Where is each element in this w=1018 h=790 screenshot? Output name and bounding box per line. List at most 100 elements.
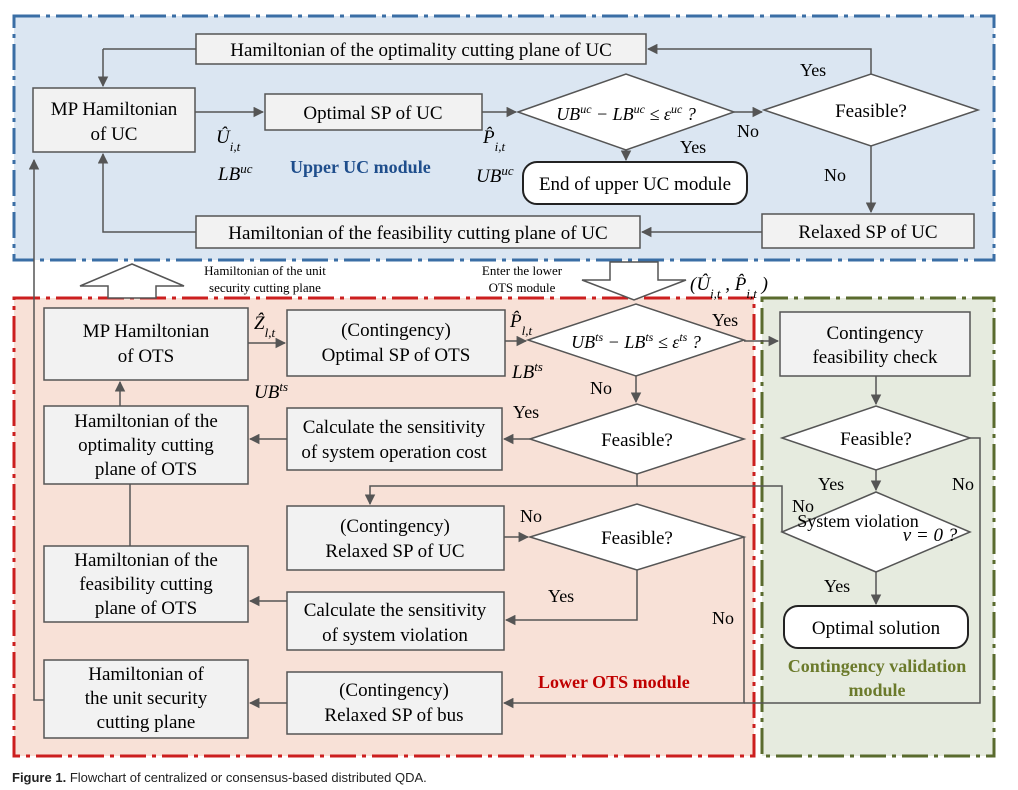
svg-text:Feasible?: Feasible? [835,101,907,122]
svg-text:of OTS: of OTS [118,346,174,367]
box-relaxed-sp-bus: (Contingency) Relaxed SP of bus [286,671,503,735]
svg-text:Feasible?: Feasible? [601,528,673,549]
label-enter-lower-2: OTS module [489,280,556,295]
arrow-feasible-yes-to-hopt [646,43,872,74]
svg-text:Relaxed SP of UC: Relaxed SP of UC [325,541,464,562]
svg-text:of system operation cost: of system operation cost [301,442,487,463]
svg-text:Feasible?: Feasible? [840,429,912,450]
box-optimal-solution: Optimal solution [783,605,969,649]
upper-uc-module-label: Upper UC module [290,157,431,177]
svg-text:System violation: System violation [797,511,919,531]
svg-text:Calculate the sensitivity: Calculate the sensitivity [304,600,487,621]
arrow-contfeasible-no-to-violation [637,485,783,532]
svg-text:plane of OTS: plane of OTS [95,598,197,619]
arrow-hunit-to-mpuc [28,158,44,701]
svg-text:Relaxed SP of bus: Relaxed SP of bus [324,705,463,726]
svg-text:Hamiltonian of the: Hamiltonian of the [74,550,218,571]
svg-text:(Contingency): (Contingency) [341,320,451,341]
svg-text:Optimal SP of UC: Optimal SP of UC [303,103,442,124]
decision-system-violation: System violation v = 0 ? [780,491,972,573]
label-no-bus: No [712,608,734,628]
label-no-conv-ots: No [590,378,612,398]
svg-text:Hamiltonian of the optimality: Hamiltonian of the optimality cutting pl… [230,40,612,61]
math-v-eq-zero: v = 0 ? [903,525,958,546]
box-relaxed-sp-uc-contingency: (Contingency) Relaxed SP of UC [286,505,505,571]
label-yes-contfeasible: Yes [818,474,844,494]
math-ub-ts: UBts [254,379,288,404]
label-yes-conv-uc: Yes [680,137,706,157]
box-relaxed-sp-uc: Relaxed SP of UC [761,213,975,249]
label-yes-feasible-uc: Yes [800,60,826,80]
validation-module-label-line1: Contingency validation [788,656,967,676]
decision-feasible-relaxed: Feasible? [527,503,747,571]
math-u-p-tuple: (Ûi,t , P̂i,t ) [690,273,768,301]
box-calc-sensitivity-cost: Calculate the sensitivity of system oper… [286,407,503,471]
box-optimal-sp-ots: (Contingency) Optimal SP of OTS [286,309,506,377]
lower-ots-module-label: Lower OTS module [538,672,690,692]
caption-label: Figure 1. [12,770,67,785]
arrow-hfeas-to-mp [97,152,196,233]
box-end-upper-uc-module: End of upper UC module [522,161,748,205]
arrow-feasible-no-to-relaxeduc [364,474,638,506]
hollow-arrow-up [79,263,185,299]
box-mp-hamiltonian-uc: MP Hamiltonian of UC [32,87,196,153]
box-hamiltonian-optimality-uc: Hamiltonian of the optimality cutting pl… [195,33,647,65]
math-lb-ts: LBts [511,359,543,384]
label-no-relaxed: No [520,506,542,526]
svg-text:UBuc − LBuc ≤ εuc ?: UBuc − LBuc ≤ εuc ? [556,102,696,124]
label-no-conv-uc: No [737,121,759,141]
box-hamiltonian-feasibility-uc: Hamiltonian of the feasibility cutting p… [195,215,641,249]
svg-text:Optimal solution: Optimal solution [812,618,941,639]
figure-caption: Figure 1. Flowchart of centralized or co… [12,770,427,785]
svg-text:Contingency: Contingency [826,323,924,344]
svg-text:Hamiltonian of: Hamiltonian of [88,664,204,685]
validation-module-label-line2: module [848,680,905,700]
label-yes-relaxed: Yes [548,586,574,606]
svg-text:the unit security: the unit security [85,688,208,709]
svg-text:MP Hamiltonian: MP Hamiltonian [83,321,210,342]
label-yes-feasible-ots: Yes [513,402,539,422]
box-optimal-sp-uc: Optimal SP of UC [264,93,483,131]
box-calc-sensitivity-violation: Calculate the sensitivity of system viol… [286,591,505,651]
svg-text:optimality cutting: optimality cutting [78,435,214,456]
decision-convergence-ots: UBts − LBts ≤ εts ? [525,303,747,377]
svg-text:End of upper UC module: End of upper UC module [539,174,731,195]
label-unit-security-1: Hamiltonian of the unit [204,263,326,278]
decision-convergence-uc: UBuc − LBuc ≤ εuc ? [515,73,737,151]
arrow-relaxed-yes-to-calcviol [504,570,638,626]
svg-text:Calculate the sensitivity: Calculate the sensitivity [303,417,486,438]
svg-text:Hamiltonian of the: Hamiltonian of the [74,411,218,432]
svg-text:MP Hamiltonian: MP Hamiltonian [51,99,178,120]
svg-text:plane of OTS: plane of OTS [95,459,197,480]
label-unit-security-2: security cutting plane [209,280,321,295]
decision-feasible-uc: Feasible? [761,73,981,147]
svg-text:Optimal SP of OTS: Optimal SP of OTS [322,345,471,366]
hollow-arrow-down [581,261,687,301]
label-enter-lower-1: Enter the lower [482,263,563,278]
arrow-contfeasible-no-to-bus [744,437,981,704]
svg-text:of system violation: of system violation [322,625,468,646]
caption-text: Flowchart of centralized or consensus-ba… [69,770,427,785]
svg-text:Relaxed SP of UC: Relaxed SP of UC [798,222,937,243]
svg-text:(Contingency): (Contingency) [340,516,450,537]
svg-text:cutting plane: cutting plane [97,712,196,733]
decision-feasible-ots: Feasible? [527,403,747,475]
box-mp-hamiltonian-ots: MP Hamiltonian of OTS [43,307,249,381]
box-hamiltonian-feasibility-ots: Hamiltonian of the feasibility cutting p… [43,545,249,623]
svg-text:of UC: of UC [91,124,138,145]
box-contingency-feasibility-check: Contingency feasibility check [779,311,971,377]
svg-text:(Contingency): (Contingency) [339,680,449,701]
svg-text:feasibility check: feasibility check [812,347,938,368]
svg-text:feasibility cutting: feasibility cutting [79,574,213,595]
box-hamiltonian-unit-security: Hamiltonian of the unit security cutting… [43,659,249,739]
label-yes-violation: Yes [824,576,850,596]
box-hamiltonian-optimality-ots: Hamiltonian of the optimality cutting pl… [43,405,249,485]
label-no-contfeasible-left: No [792,496,814,516]
svg-text:Hamiltonian of the feasibility: Hamiltonian of the feasibility cutting p… [228,223,607,244]
label-yes-conv-ots: Yes [712,310,738,330]
label-no-feasible-uc: No [824,165,846,185]
label-no-contfeasible-right: No [952,474,974,494]
svg-text:UBts − LBts ≤ εts ?: UBts − LBts ≤ εts ? [571,330,701,352]
svg-text:Feasible?: Feasible? [601,430,673,451]
